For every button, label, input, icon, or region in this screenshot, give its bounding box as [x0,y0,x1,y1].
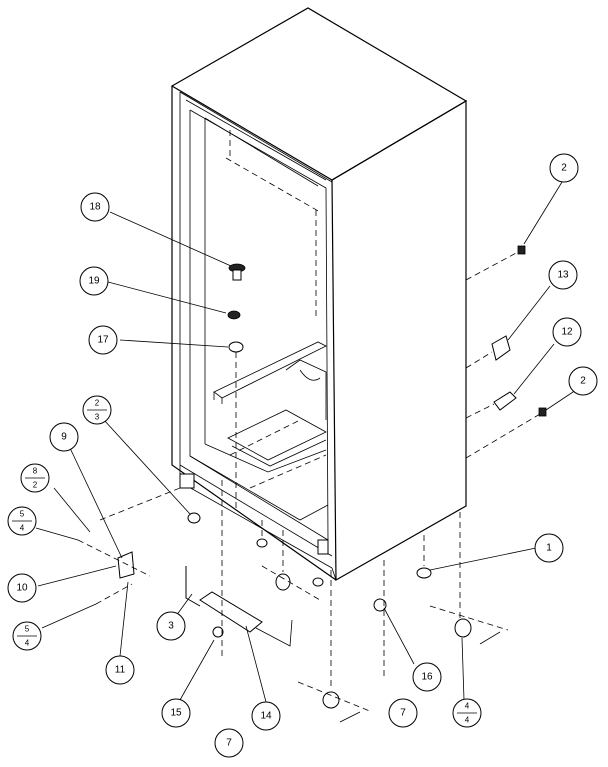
callout-3-label: 3 [168,621,174,632]
callout-5-4-lower: 5 4 [12,621,42,651]
callout-11: 11 [105,655,135,685]
callout-18: 18 [80,192,110,222]
crisper-pan [227,409,327,461]
callout-9: 9 [49,422,79,452]
callout-12-label: 12 [561,327,573,338]
liner-opening [189,109,329,541]
roller-front [275,573,291,591]
part-13-shape [491,335,511,361]
hinge-bracket [117,551,135,579]
part-17-shape [228,341,244,353]
leader-lines [35,181,577,703]
part-2-3-shape [187,512,201,524]
liner-back-top [204,117,319,187]
right-base-mount [317,539,329,555]
callout-5-4b-top: 5 [25,625,30,634]
callout-13: 13 [548,260,578,290]
lower-hinge-mount [179,473,195,489]
callout-5-4b-bottom: 4 [25,639,30,648]
callout-4-4-bottom: 4 [465,716,470,725]
callout-5-4a-top: 5 [20,510,25,519]
screw-under-2 [312,577,324,587]
cabinet [170,7,468,582]
shelf-rail [213,341,327,399]
liner-opening-left [189,110,329,541]
part-2-lower-shape [538,407,547,417]
screw-under-1 [256,538,268,548]
callout-2-3-bottom: 3 [95,413,100,422]
callout-19-label: 19 [88,276,100,287]
callout-8-2: 8 2 [20,463,50,493]
part-15-shape [212,626,224,638]
part-4-shape [454,618,472,638]
callout-16-label: 16 [421,672,433,683]
cabinet-top [170,7,468,181]
front-flange-top [179,91,333,183]
callout-7b-label: 7 [400,708,406,719]
part-16-shape [373,598,387,612]
callout-9-label: 9 [61,432,67,443]
callout-5-4a-bottom: 4 [20,524,25,533]
callout-4-4: 4 4 [452,698,482,728]
cabinet-front-left-edge [171,86,337,581]
callout-11-label: 11 [115,665,126,676]
callout-7-left: 7 [214,728,244,758]
callout-7-right: 7 [388,698,418,728]
callout-5-4-upper: 5 4 [7,506,37,536]
callout-3: 3 [156,611,186,641]
part-2-upper-shape [517,245,526,255]
liner-floor [204,443,327,473]
part-3-shape [185,566,201,607]
callout-2a-label: 2 [561,163,567,174]
callout-19: 19 [79,266,109,296]
pan-cover [285,359,327,420]
callout-4-4-top: 4 [465,702,470,711]
roller-bottom [322,691,340,709]
callout-12: 12 [552,317,582,347]
callout-14-label: 14 [260,711,272,722]
callout-10: 10 [7,573,37,603]
callout-2-3: 2 3 [82,395,112,425]
callout-2-upper: 2 [549,153,579,183]
callout-14: 14 [251,701,281,731]
callout-8-2-top: 8 [33,467,38,476]
liner-top-edge [185,99,327,181]
callout-1-label: 1 [546,543,552,554]
callout-16: 16 [412,662,442,692]
callout-10-label: 10 [16,583,28,594]
part-14-shape [199,591,263,633]
callout-15: 15 [161,698,191,728]
cabinet-right-side [331,99,467,582]
callout-2-lower: 2 [568,366,598,396]
callout-13-label: 13 [557,270,569,281]
callout-17-label: 17 [97,335,109,346]
callout-18-label: 18 [89,202,101,213]
callout-17: 17 [88,325,118,355]
callout-8-2-bottom: 2 [33,481,38,490]
base-kick [179,465,333,569]
callout-2b-label: 2 [580,376,586,387]
callout-2-3-top: 2 [95,399,100,408]
parts [77,245,547,723]
part-19-shape [227,310,241,320]
callout-7a-label: 7 [226,738,232,749]
callout-1: 1 [534,533,564,563]
part-12-shape [493,391,517,411]
part-1-shape [416,567,432,579]
callout-15-label: 15 [170,708,182,719]
